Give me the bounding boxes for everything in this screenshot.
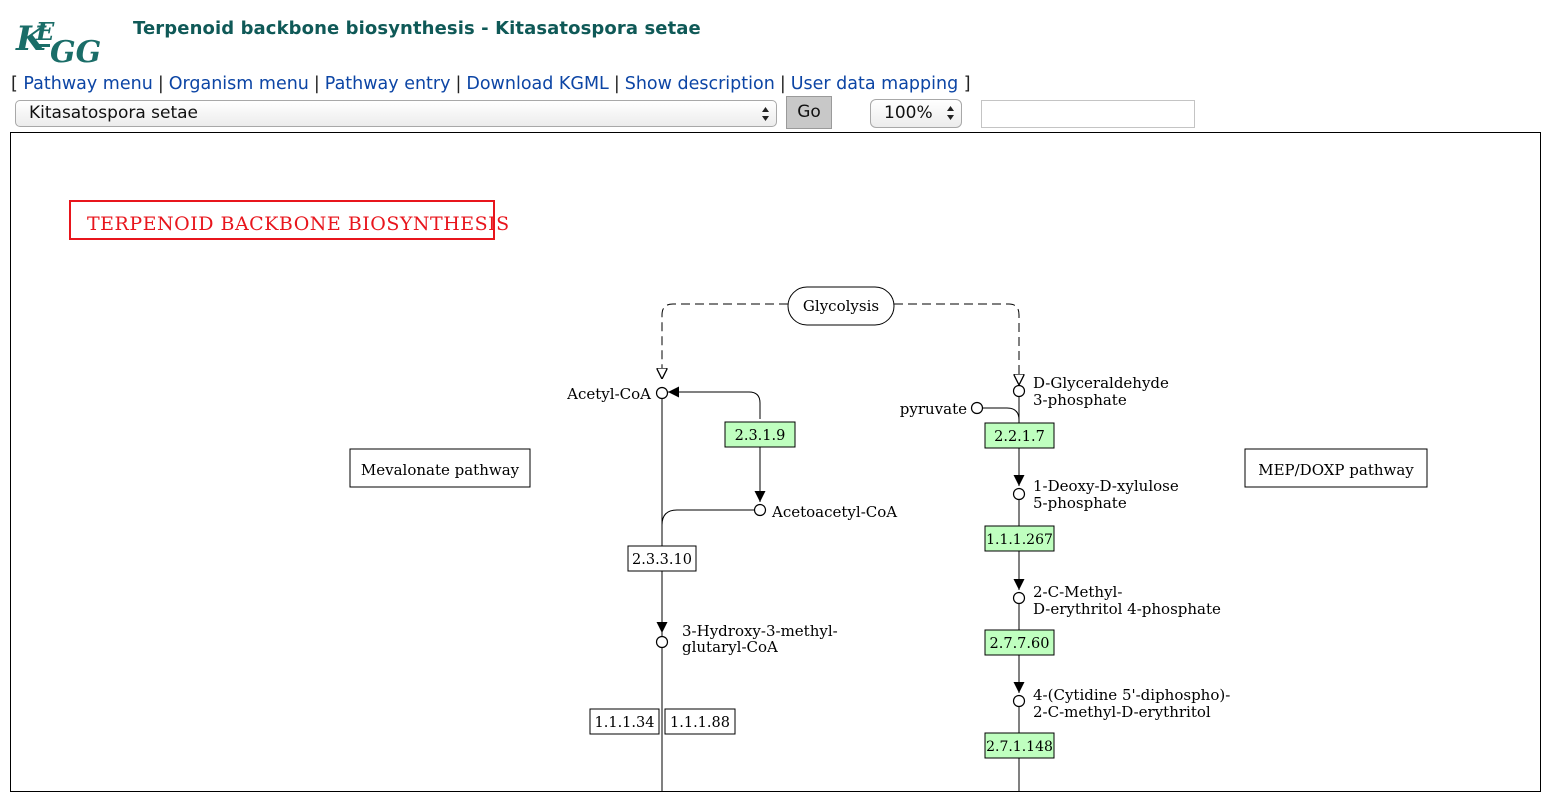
menu-separator: | bbox=[157, 74, 164, 94]
map-title: TERPENOID BACKBONE BIOSYNTHESIS bbox=[87, 213, 510, 235]
cdp-me-compound[interactable] bbox=[1012, 694, 1026, 708]
show-description-link[interactable]: Show description bbox=[624, 74, 775, 94]
pathway-entry-link[interactable]: Pathway entry bbox=[324, 74, 451, 94]
menu-separator: | bbox=[779, 74, 786, 94]
go-button[interactable]: Go bbox=[786, 96, 832, 129]
enzyme-label-1-1-1-34: 1.1.1.34 bbox=[595, 715, 655, 731]
svg-text:GG: GG bbox=[50, 35, 101, 68]
enzyme-label-2-2-1-7: 2.2.1.7 bbox=[994, 429, 1045, 445]
menu-separator: | bbox=[455, 74, 462, 94]
mevalonate-pathway-label: Mevalonate pathway bbox=[361, 461, 520, 479]
mep-compound[interactable] bbox=[1012, 591, 1026, 605]
dxp-label-line1: 1-Deoxy-D-xylulose bbox=[1033, 477, 1179, 495]
menu-bracket-close: ] bbox=[963, 74, 971, 94]
kegg-logo[interactable]: K E GG bbox=[14, 10, 106, 68]
enzyme-label-1-1-1-267: 1.1.1.267 bbox=[986, 532, 1053, 548]
organism-select-value: Kitasatospora setae bbox=[29, 103, 199, 123]
cdp-me-label-line2: 2-C-methyl-D-erythritol bbox=[1033, 703, 1211, 721]
search-input[interactable] bbox=[981, 100, 1195, 128]
page-title: Terpenoid backbone biosynthesis - Kitasa… bbox=[133, 18, 701, 39]
glycolysis-label: Glycolysis bbox=[803, 297, 879, 315]
enzyme-box-1-1-1-34[interactable] bbox=[589, 708, 660, 735]
pathway-menu-link[interactable]: Pathway menu bbox=[23, 74, 153, 94]
enzyme-label-2-7-1-148: 2.7.1.148 bbox=[986, 739, 1053, 755]
gap-label-line1: D-Glyceraldehyde bbox=[1033, 374, 1169, 392]
gap-compound[interactable] bbox=[1012, 384, 1026, 398]
organism-select[interactable]: Kitasatospora setae bbox=[15, 100, 777, 127]
enzyme-label-2-3-1-9: 2.3.1.9 bbox=[735, 428, 786, 444]
glycolysis-to-acetylcoa-link bbox=[662, 303, 788, 379]
hmg-coa-compound[interactable] bbox=[655, 635, 669, 649]
menu-separator: | bbox=[613, 74, 620, 94]
download-kgml-link[interactable]: Download KGML bbox=[466, 74, 609, 94]
menu-separator: | bbox=[313, 74, 320, 94]
dxp-label-line2: 5-phosphate bbox=[1033, 494, 1127, 512]
select-updown-icon bbox=[947, 106, 954, 120]
mep-label-line1: 2-C-Methyl- bbox=[1033, 583, 1122, 601]
cdp-me-label-line1: 4-(Cytidine 5'-diphospho)- bbox=[1033, 686, 1230, 704]
enzyme-box-2-7-1-148[interactable] bbox=[984, 732, 1055, 759]
pathway-menu-bar: [ Pathway menu|Organism menu|Pathway ent… bbox=[11, 72, 971, 96]
glycolysis-map-box[interactable] bbox=[787, 286, 895, 326]
enzyme-label-1-1-1-88: 1.1.1.88 bbox=[670, 715, 730, 731]
acetoacetyl-to-main-link bbox=[661, 509, 754, 526]
mep-label-line2: D-erythritol 4-phosphate bbox=[1033, 600, 1221, 618]
svg-text:E: E bbox=[35, 17, 55, 46]
enzyme-label-2-7-7-60: 2.7.7.60 bbox=[990, 636, 1050, 652]
acetyl-coa-label: Acetyl-CoA bbox=[566, 385, 651, 403]
enzyme-box-1-1-1-88[interactable] bbox=[664, 708, 736, 735]
dxp-compound[interactable] bbox=[1012, 487, 1026, 501]
menu-bracket-open: [ bbox=[11, 74, 18, 94]
glycolysis-to-gap-link bbox=[894, 303, 1019, 385]
map-title-box[interactable] bbox=[69, 200, 495, 240]
zoom-select[interactable]: 100% bbox=[870, 99, 962, 128]
acetoacetyl-coa-compound[interactable] bbox=[753, 503, 767, 517]
enzyme-box-2-3-3-10[interactable] bbox=[627, 545, 697, 572]
organism-menu-link[interactable]: Organism menu bbox=[168, 74, 309, 94]
gap-label-line2: 3-phosphate bbox=[1033, 391, 1127, 409]
pathway-map: TERPENOID BACKBONE BIOSYNTHESIS Glycolys… bbox=[10, 132, 1541, 792]
zoom-select-value: 100% bbox=[884, 103, 933, 123]
pyruvate-label: pyruvate bbox=[900, 400, 967, 418]
select-updown-icon bbox=[762, 107, 769, 121]
pathway-map-svg: TERPENOID BACKBONE BIOSYNTHESIS Glycolys… bbox=[69, 200, 1428, 791]
pyruvate-compound[interactable] bbox=[970, 401, 984, 415]
acetoacetyl-coa-label: Acetoacetyl-CoA bbox=[771, 503, 897, 521]
reaction-2319-reverse-arrow bbox=[668, 386, 761, 419]
mep-doxp-pathway-label: MEP/DOXP pathway bbox=[1258, 461, 1414, 479]
enzyme-label-2-3-3-10: 2.3.3.10 bbox=[632, 552, 692, 568]
svg-text:K: K bbox=[15, 19, 47, 59]
pyruvate-link bbox=[983, 407, 1020, 421]
hmg-coa-label-line1: 3-Hydroxy-3-methyl- bbox=[682, 622, 838, 640]
hmg-coa-label-line2: glutaryl-CoA bbox=[682, 638, 778, 656]
acetyl-coa-compound[interactable] bbox=[655, 386, 669, 400]
user-data-mapping-link[interactable]: User data mapping bbox=[790, 74, 959, 94]
mevalonate-pathway-box[interactable] bbox=[349, 448, 531, 488]
mep-doxp-pathway-box[interactable] bbox=[1244, 448, 1428, 488]
enzyme-box-1-1-1-267[interactable] bbox=[984, 525, 1055, 552]
